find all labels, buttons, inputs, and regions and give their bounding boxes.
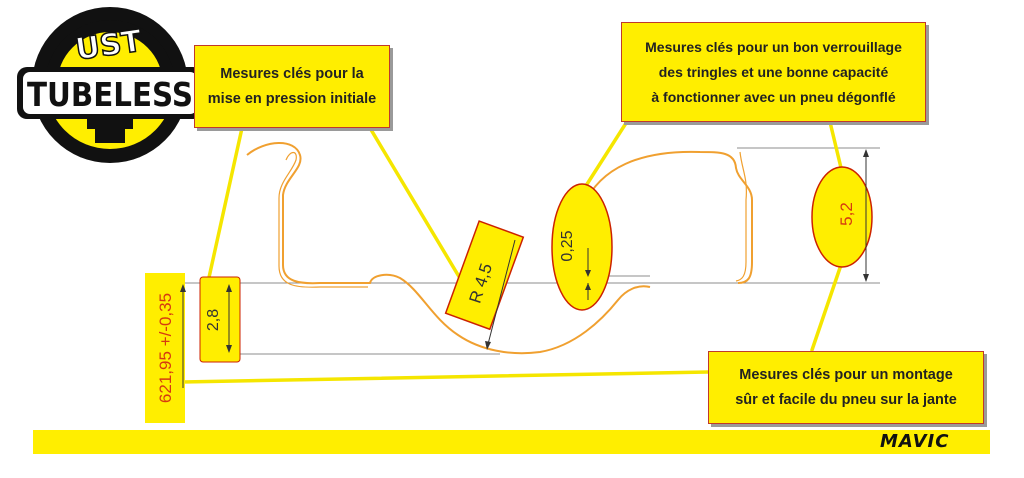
rim-profile-left-inner [278, 151, 368, 288]
callout-locking-line-2: des tringles et une bonne capacité [658, 63, 889, 80]
dimension-markers [180, 149, 869, 388]
callout-safe-mounting: Mesures clés pour un montage sûr et faci… [708, 351, 984, 424]
callout-pressure-line-1: Mesures clés pour la [220, 65, 364, 82]
dim-radius-line [486, 239, 516, 349]
callout-locking-line-3: à fonctionner avec un pneu dégonflé [651, 88, 896, 105]
dim-hump-text: 0,25 [559, 230, 576, 261]
leader-mounting-left [180, 370, 710, 384]
callout-pressure-line-2: mise en pression initiale [207, 90, 377, 107]
rim-profile-right [583, 150, 753, 284]
logo-valve-shape [87, 119, 133, 143]
leader-pressure-right [368, 126, 472, 297]
dim-radius-arrow [485, 341, 491, 350]
dim-flange-arrow-bottom [863, 274, 869, 282]
callout-mounting-line-2: sûr et facile du pneu sur la jante [735, 391, 957, 408]
dim-bead-seat-arrow-top [226, 284, 232, 292]
mavic-logo: MAVIC [880, 431, 950, 452]
highlight-radius [444, 220, 525, 331]
leader-locking-right [828, 120, 844, 174]
brand-bar [33, 430, 990, 454]
dim-hump-arrow-low [585, 283, 591, 290]
ust-tubeless-logo: UST TUBELESS [17, 7, 203, 163]
highlight-diameter [145, 273, 185, 423]
callout-bead-locking: Mesures clés pour un bon verrouillage de… [621, 22, 926, 122]
leader-locking-left [580, 118, 630, 194]
highlights [145, 166, 873, 423]
dim-hump-arrow [585, 270, 591, 277]
highlight-flange [811, 166, 873, 268]
dim-flange-arrow-top [863, 149, 869, 157]
logo-banner-inner [23, 72, 197, 114]
callout-locking-line-1: Mesures clés pour un bon verrouillage [645, 38, 902, 55]
dim-diameter-text: 621,95 +/-0,35 [156, 293, 175, 403]
logo-tubeless-text: TUBELESS [27, 75, 193, 114]
callout-initial-pressure: Mesures clés pour la mise en pression in… [194, 45, 390, 128]
dim-diameter-arrow [180, 284, 186, 292]
dim-flange-text: 5,2 [837, 202, 856, 226]
leader-lines [180, 118, 844, 384]
highlight-hump [551, 183, 613, 311]
dim-bead-seat-arrow-bottom [226, 345, 232, 353]
logo-black-arc [45, 20, 175, 85]
leader-pressure-left [206, 126, 244, 284]
rim-profile-right-inner [735, 151, 747, 282]
callout-mounting-line-1: Mesures clés pour un montage [739, 366, 953, 383]
leader-mounting-right [810, 260, 844, 352]
dim-bead-seat-text: 2,8 [205, 309, 222, 331]
rim-profile-left [246, 142, 651, 355]
highlight-bead-seat [199, 276, 241, 363]
